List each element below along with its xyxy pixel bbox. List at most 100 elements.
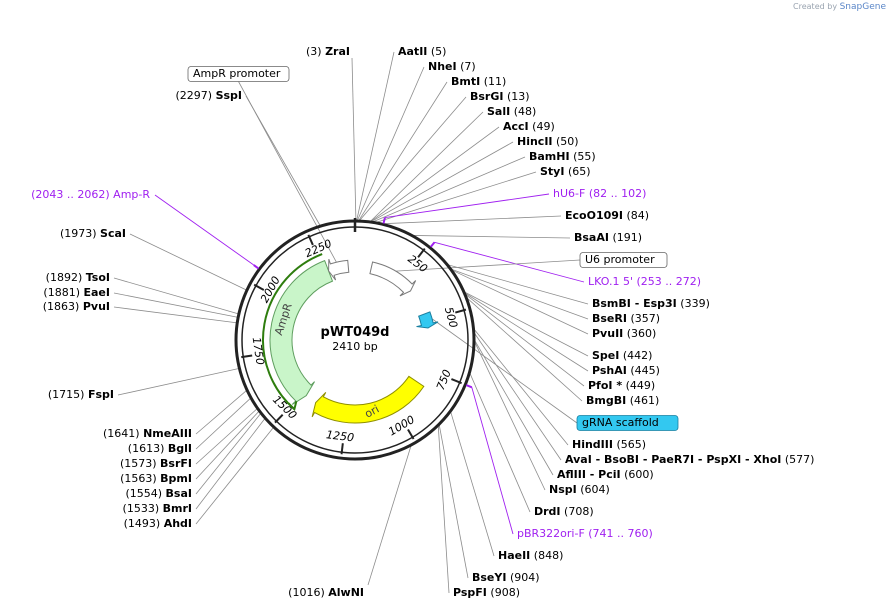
site-pshai-label: PshAI (445) xyxy=(592,364,660,377)
site-pfoi-label-part: PfoI * xyxy=(588,379,622,392)
site-bmri-line xyxy=(195,417,266,510)
tick-mark-750 xyxy=(451,378,462,385)
primer-amp-r-label: (2043 .. 2062) Amp-R xyxy=(31,188,150,201)
callout-ampr-promoter-box xyxy=(187,66,290,82)
site-aatii-label: AatII (5) xyxy=(398,45,446,58)
site-sali-line xyxy=(369,111,484,223)
primer-lko-1-5-mark xyxy=(429,241,436,248)
site-zrai-line xyxy=(351,57,357,222)
site-aatii-label-part: (5) xyxy=(427,45,446,58)
site-avai-bsobi-paer7i-pspxi-xhoi-label-part: AvaI - BsoBI - PaeR7I - PspXI - XhoI xyxy=(565,453,781,466)
site-ahdi-line xyxy=(195,426,275,525)
site-ahdi-label-part: AhdI xyxy=(164,517,192,530)
primer-hu6-f-line xyxy=(384,193,550,219)
site-fspi-label-part: FspI xyxy=(88,388,114,401)
site-nspi-line xyxy=(473,340,546,491)
site-bamhi-label-part: BamHI xyxy=(529,150,570,163)
primer-pbr322ori-f-mark xyxy=(465,384,473,389)
site-scai-line xyxy=(129,233,248,291)
site-bseyi-label: BseYI (904) xyxy=(472,571,540,584)
site-sali-label: SalI (48) xyxy=(487,105,536,118)
callout-u6-promoter-label: U6 promoter xyxy=(585,253,655,266)
plasmid-size: 2410 bp xyxy=(332,340,377,353)
site-drdi-label-part: (708) xyxy=(561,505,594,518)
site-eaei-line xyxy=(113,292,239,318)
site-bsrfi-label: (1573) BsrFI xyxy=(120,457,192,470)
site-pvui-label-part: PvuI xyxy=(83,300,110,313)
site-bsmbi-esp3i-label-part: (339) xyxy=(677,297,710,310)
feature-ampr-promoter xyxy=(328,258,350,281)
site-bmti-label: BmtI (11) xyxy=(451,75,506,88)
tick-label-1250: 1250 xyxy=(325,428,354,444)
tick-label-1000: 1000 xyxy=(386,413,417,438)
site-aatii-label-part: AatII xyxy=(398,45,427,58)
site-acci-label-part: (49) xyxy=(529,120,555,133)
site-hindiii-label-part: (565) xyxy=(613,438,646,451)
site-eaei-label-part: EaeI xyxy=(84,286,111,299)
callout-grna-scaffold-box xyxy=(576,415,679,431)
site-nspi-label: NspI (604) xyxy=(549,483,610,496)
site-aatii-line xyxy=(356,51,395,222)
site-sspi-label-part: (2297) xyxy=(175,89,215,102)
site-bsaai-label-part: (191) xyxy=(609,231,642,244)
tick-mark-1000 xyxy=(407,428,415,440)
site-tsoi-label: (1892) TsoI xyxy=(46,271,110,284)
site-ecoo109i-line xyxy=(380,215,562,225)
tick-label-750: 750 xyxy=(434,368,454,392)
site-hincii-label-part: (50) xyxy=(553,135,579,148)
site-bpmi-label-part: BpmI xyxy=(160,472,192,485)
site-nhei-label-part: NheI xyxy=(428,60,457,73)
site-pfoi-label: PfoI * (449) xyxy=(588,379,655,392)
site-bmgbi-label: BmgBI (461) xyxy=(586,394,659,407)
site-pshai-label-part: PshAI xyxy=(592,364,627,377)
site-zrai-label-part: (3) xyxy=(306,45,325,58)
site-bseyi-label-part: BseYI xyxy=(472,571,506,584)
tick-mark-1250 xyxy=(340,443,344,455)
site-tsoi-line xyxy=(113,277,239,315)
ampr-span-arc xyxy=(262,253,323,410)
tick-mark-500 xyxy=(455,308,467,314)
site-zrai-label: (3) ZraI xyxy=(306,45,350,58)
site-bsmbi-esp3i-label: BsmBI - Esp3I (339) xyxy=(592,297,710,310)
callout-ampr-promoter-label-part: AmpR promoter xyxy=(193,67,281,80)
site-bsai-line xyxy=(195,412,262,495)
primer-pbr322ori-f-line xyxy=(471,387,514,535)
site-bseri-label-part: BseRI xyxy=(592,312,627,325)
site-ecoo109i-label: EcoO109I (84) xyxy=(565,209,649,222)
site-bpmi-label-part: (1563) xyxy=(120,472,160,485)
leader-lines xyxy=(113,51,589,594)
site-bsai-label-part: BsaI xyxy=(166,487,192,500)
site-bpmi-line xyxy=(195,410,260,480)
site-afliii-pcii-line xyxy=(473,339,554,476)
site-bsrgi-label-part: BsrGI xyxy=(470,90,503,103)
site-bsmbi-esp3i-line xyxy=(446,264,589,305)
site-eaei-label-part: (1881) xyxy=(43,286,83,299)
site-pshai-line xyxy=(463,292,589,372)
site-sspi-label: (2297) SspI xyxy=(175,89,242,102)
site-bmgbi-label-part: BmgBI xyxy=(586,394,626,407)
ampr-span-arrowhead xyxy=(287,400,298,412)
site-pvui-label-part: (1863) xyxy=(43,300,83,313)
plasmid-name: pWT049d xyxy=(321,325,390,340)
site-nmeaiii-label-part: NmeAIII xyxy=(143,427,192,440)
site-sali-label-part: (48) xyxy=(510,105,536,118)
callout-grna-scaffold-label: gRNA scaffold xyxy=(582,416,659,429)
site-bgli-label: (1613) BglI xyxy=(128,442,192,455)
tick-mark-250 xyxy=(417,247,426,258)
primer-hu6-f-mark xyxy=(382,217,386,224)
site-pfoi-label-part: (449) xyxy=(622,379,655,392)
site-drdi-label: DrdI (708) xyxy=(534,505,594,518)
primer-lko-1-5-label-part: LKO.1 5' (253 .. 272) xyxy=(588,275,701,288)
site-bsrfi-line xyxy=(195,408,258,465)
site-tsoi-label-part: (1892) xyxy=(46,271,86,284)
site-alwni-label-part: (1016) xyxy=(288,586,328,599)
site-haeii-line xyxy=(450,410,495,557)
site-scai-label: (1973) ScaI xyxy=(60,227,126,240)
site-drdi-label-part: DrdI xyxy=(534,505,561,518)
site-styi-line xyxy=(374,171,537,224)
site-pshai-label-part: (445) xyxy=(627,364,660,377)
site-afliii-pcii-label-part: AflIII - PciI xyxy=(557,468,621,481)
site-pvuii-label-part: (360) xyxy=(623,327,656,340)
site-bsrfi-label-part: (1573) xyxy=(120,457,160,470)
